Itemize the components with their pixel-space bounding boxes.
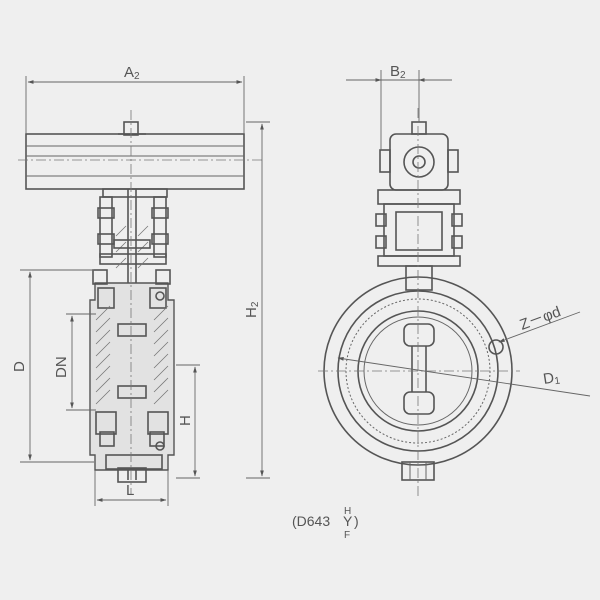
side-view-dimensions xyxy=(20,76,270,506)
side-view xyxy=(18,110,262,495)
caption-superscript: H xyxy=(344,506,351,517)
front-view-dimensions xyxy=(337,70,591,397)
bolt-hole-label: Z－φd xyxy=(518,303,564,333)
model-caption: (D643 H Y ) F xyxy=(292,506,359,541)
caption-middle: Y xyxy=(343,513,353,529)
dimension-a2-label: A2 xyxy=(124,64,140,82)
caption-subscript: F xyxy=(344,530,350,541)
dimension-b2-label: B2 xyxy=(390,63,406,81)
section-hatching xyxy=(95,225,169,405)
dimension-d-label: D xyxy=(11,361,28,372)
caption-main: (D643 xyxy=(292,513,330,529)
dimension-h2-label: H2 xyxy=(243,301,261,318)
caption-close: ) xyxy=(354,513,359,529)
dimension-l-label: L xyxy=(126,482,134,499)
dimension-d1-label: D1 xyxy=(542,369,561,389)
front-view xyxy=(318,108,520,498)
dimension-dn-label: DN xyxy=(53,356,70,378)
dimension-h-label: H xyxy=(177,415,194,426)
